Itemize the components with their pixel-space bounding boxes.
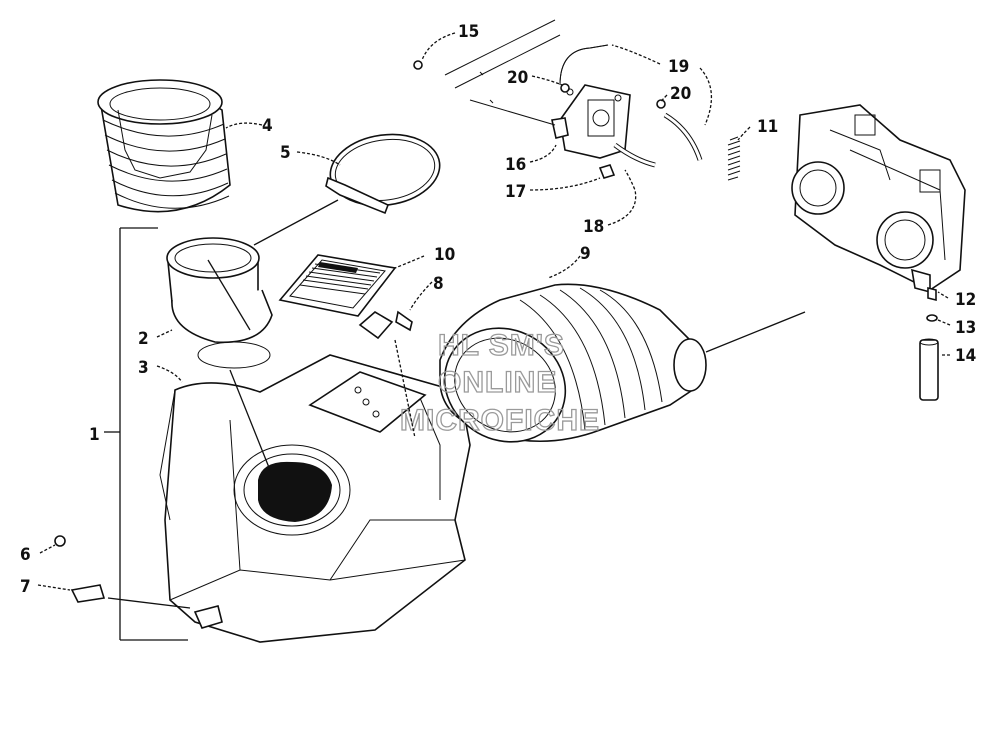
callout-7: 7: [20, 577, 31, 597]
fuel-pump: [551, 84, 631, 159]
callout-8: 8: [433, 274, 444, 294]
adapter-ring: [166, 237, 273, 369]
callout-9: 9: [580, 244, 591, 264]
intake-boot: [97, 79, 231, 213]
callout-5: 5: [280, 143, 291, 163]
drain-tube: [919, 338, 939, 401]
callout-20-right: 20: [670, 84, 691, 104]
callout-4: 4: [262, 116, 273, 136]
callout-18: 18: [583, 217, 604, 237]
watermark-line-2: ONLINE: [438, 366, 557, 399]
watermark-line-3: MICROFICHE: [400, 404, 600, 437]
hardware: [54, 60, 666, 603]
callout-20-left: 20: [507, 68, 528, 88]
callout-16: 16: [505, 155, 526, 175]
washer: [926, 314, 938, 322]
callout-14: 14: [955, 346, 976, 366]
intake-silencer: [439, 283, 707, 443]
callout-1: 1: [89, 425, 100, 445]
filter-element: [278, 254, 397, 317]
callout-19: 19: [668, 57, 689, 77]
callout-15: 15: [458, 22, 479, 42]
callout-17: 17: [505, 182, 526, 202]
spring: [727, 136, 741, 181]
callout-10: 10: [434, 245, 455, 265]
callout-12: 12: [955, 290, 976, 310]
hose-clamp: [325, 133, 441, 215]
callout-6: 6: [20, 545, 31, 565]
leader-lines: [37, 32, 951, 641]
carburetor: [791, 104, 966, 302]
callout-2: 2: [138, 329, 149, 349]
callout-13: 13: [955, 318, 976, 338]
watermark-line-1: HL SM'S: [438, 329, 565, 362]
callout-11: 11: [757, 117, 778, 137]
callout-labels: 1 2 3 4 5 6 7 8 9 10 11 12 13 14 15 16 1…: [20, 22, 976, 597]
callout-3: 3: [138, 358, 149, 378]
airbox-housing: [159, 354, 471, 643]
bracket: [358, 310, 413, 340]
